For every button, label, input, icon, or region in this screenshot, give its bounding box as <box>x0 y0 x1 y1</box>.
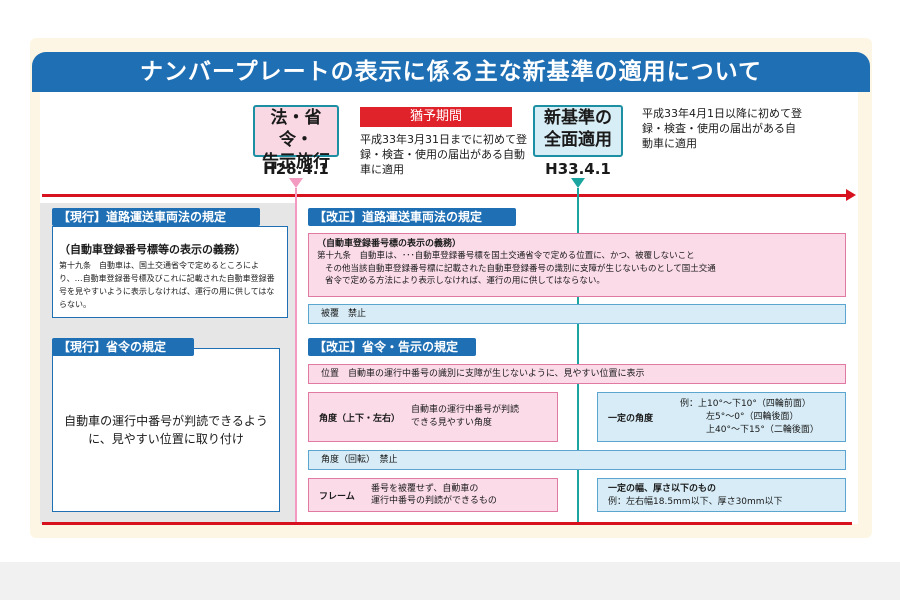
full-application-milestone: 新基準の 全面適用 <box>533 105 623 157</box>
angle-label: 角度（上下・左右） <box>319 413 401 424</box>
full-application-label-line2: 全面適用 <box>544 130 612 150</box>
grace-period-badge: 猶予期間 <box>360 107 512 127</box>
frame-label: フレーム <box>319 491 355 502</box>
angle-range-values: 例：上10°～下10°（四輪前面） 左5°～0°（四輪後面） 上40°～下15°… <box>680 398 819 437</box>
angle-rule-box: 角度（上下・左右） 自動車の運行中番号が判読 できる見やすい角度 <box>308 392 558 442</box>
full-application-marker-icon <box>571 178 585 188</box>
after-application-text: 平成33年4月1日以降に初めて登録・検査・使用の届出がある自動車に適用 <box>642 107 802 150</box>
frame-size-title: 一定の幅、厚さ以下のもの <box>608 484 717 494</box>
revised-law-body: 第十九条 自動車は、･･･自動車登録番号標を国土交通省令で定める位置に、かつ、被… <box>317 250 837 288</box>
enforcement-label-line2: 告示施行 <box>262 152 330 172</box>
arrow-head-icon <box>846 189 856 201</box>
frame-desc-line1: 番号を被覆せず、自動車の <box>371 484 479 494</box>
enforcement-divider <box>295 188 297 524</box>
frame-rule-box: フレーム 番号を被覆せず、自動車の 運行中番号の判読ができるもの <box>308 478 558 512</box>
frame-size-example: 例：左右幅18.5mm以下、厚さ30mm以下 <box>608 497 783 507</box>
enforcement-label-line1: 法・省令・ <box>270 108 322 150</box>
current-ordinance-body: 自動車の運行中番号が判読できるように、見やすい位置に取り付け <box>64 414 268 446</box>
angle-desc-line1: 自動車の運行中番号が判読 <box>411 405 520 415</box>
cover-prohibited: 被覆 禁止 <box>308 304 846 324</box>
angle-range-line1: 例：上10°～下10°（四輪前面） <box>680 398 811 409</box>
current-law-box: （自動車登録番号標等の表示の義務） 第十九条 自動車は、国土交通省令で定めるとこ… <box>52 226 288 318</box>
frame-description: 番号を被覆せず、自動車の 運行中番号の判読ができるもの <box>371 483 497 507</box>
enforcement-marker-icon <box>289 178 303 188</box>
timeline-arrow <box>42 194 848 197</box>
angle-range-label: 一定の角度 <box>608 413 654 424</box>
frame-desc-line2: 運行中番号の判読ができるもの <box>371 496 497 506</box>
current-ordinance-box: 自動車の運行中番号が判読できるように、見やすい位置に取り付け <box>52 348 280 512</box>
grace-period-text: 平成33年3月31日までに初めて登録・検査・使用の届出がある自動車に適用 <box>360 133 527 176</box>
revised-law-box: （自動車登録番号標の表示の義務） 第十九条 自動車は、･･･自動車登録番号標を国… <box>308 233 846 297</box>
full-application-divider <box>577 188 579 524</box>
angle-range-box: 一定の角度 例：上10°～下10°（四輪前面） 左5°～0°（四輪後面） 上40… <box>597 392 846 442</box>
enforcement-milestone: 法・省令・ 告示施行 <box>253 105 339 172</box>
page-title: ナンバープレートの表示に係る主な新基準の適用について <box>32 52 870 92</box>
rotation-prohibited: 角度（回転） 禁止 <box>308 450 846 470</box>
angle-desc-line2: できる見やすい角度 <box>411 418 492 428</box>
angle-description: 自動車の運行中番号が判読 できる見やすい角度 <box>411 404 519 430</box>
current-law-title: （自動車登録番号標等の表示の義務） <box>59 243 246 256</box>
revised-law-title: （自動車登録番号標の表示の義務） <box>317 239 462 249</box>
revised-law-line2: その他当該自動車登録番号標に記載された自動車登録番号の識別に支障が生じないものと… <box>325 263 716 274</box>
full-application-date: H33.4.1 <box>545 160 611 178</box>
revised-law-line1: 第十九条 自動車は、･･･自動車登録番号標を国土交通省令で定める位置に、かつ、被… <box>317 251 695 261</box>
revised-law-heading: 【改正】道路運送車両法の規定 <box>308 208 516 226</box>
revised-ordinance-heading: 【改正】省令・告示の規定 <box>308 338 476 356</box>
full-application-label-line1: 新基準の <box>544 108 612 128</box>
position-rule: 位置 自動車の運行中番号の識別に支障が生じないように、見やすい位置に表示 <box>308 364 846 384</box>
angle-range-line2: 左5°～0°（四輪後面） <box>706 411 799 422</box>
enforcement-date: H28.4.1 <box>263 160 329 178</box>
current-ordinance-heading: 【現行】省令の規定 <box>52 338 194 356</box>
angle-range-line3: 上40°～下15°（二輪後面） <box>706 424 819 435</box>
bottom-rule <box>42 522 852 525</box>
current-law-body: 第十九条 自動車は、国土交通省令で定めるところにより、…自動車登録番号標及びこれ… <box>59 261 275 309</box>
frame-size-box: 一定の幅、厚さ以下のもの 例：左右幅18.5mm以下、厚さ30mm以下 <box>597 478 846 512</box>
current-law-heading: 【現行】道路運送車両法の規定 <box>52 208 260 226</box>
bottom-band <box>0 562 900 600</box>
revised-law-line3: 省令で定める方法により表示しなければ、運行の用に供してはならない。 <box>325 276 605 286</box>
